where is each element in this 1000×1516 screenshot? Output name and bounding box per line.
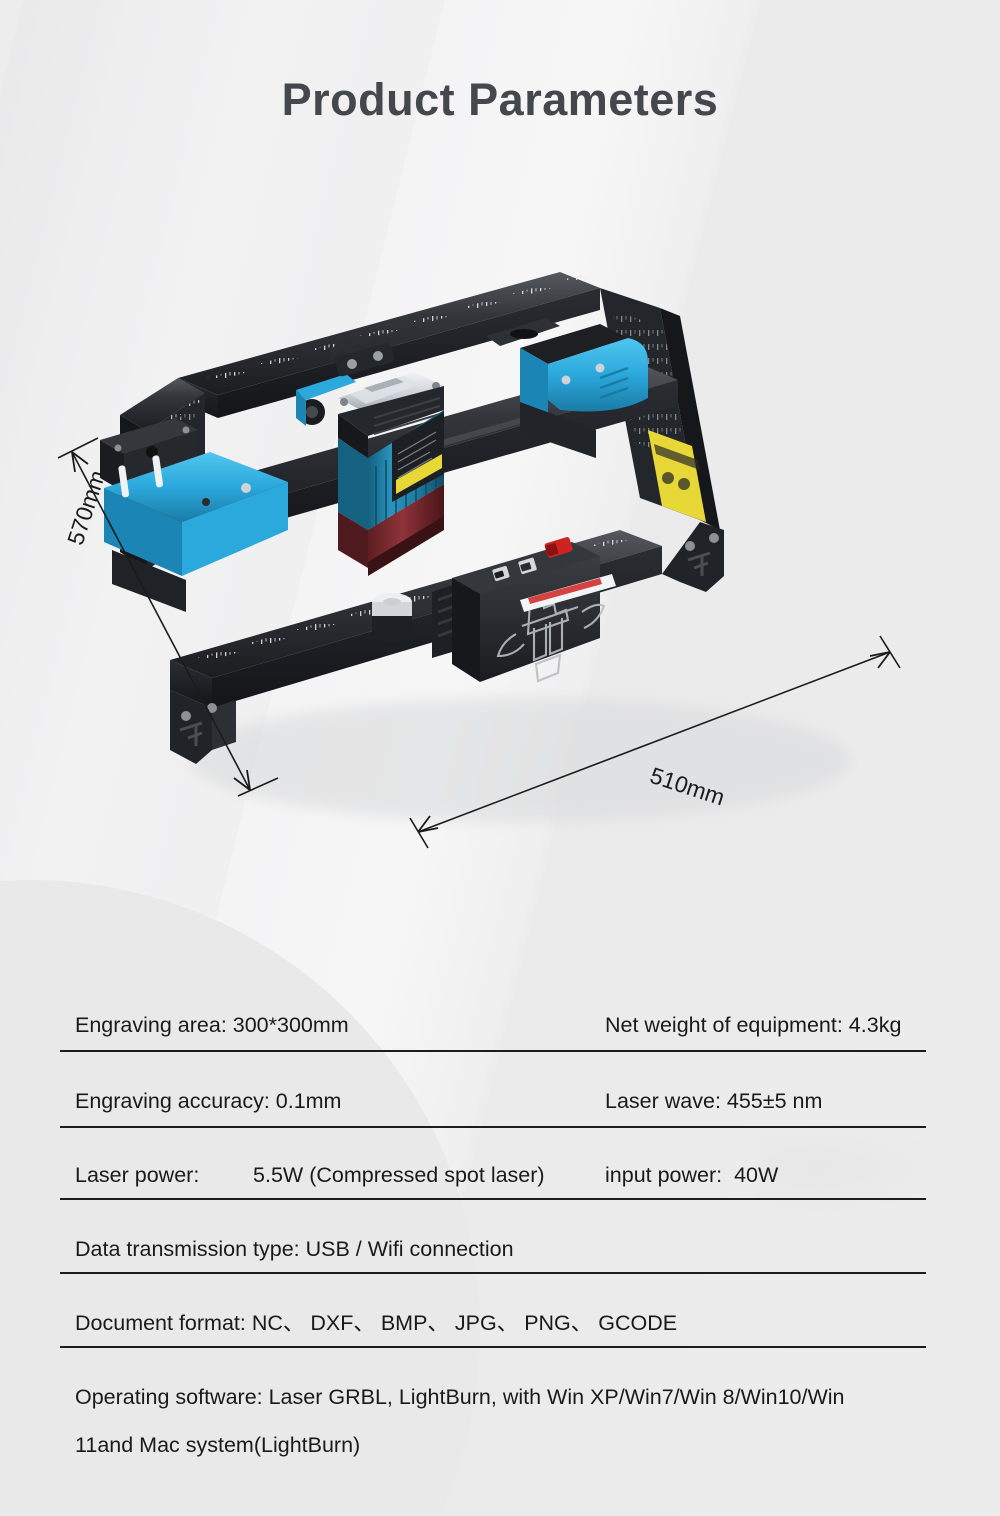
table-row: Laser power: 5.5W (Compressed spot laser…: [0, 1140, 1000, 1212]
table-row: Engraving accuracy: 0.1mm Laser wave: 45…: [0, 1064, 1000, 1140]
foot-front-right: [662, 522, 724, 592]
row-divider: [60, 1198, 926, 1200]
row-divider: [60, 1126, 926, 1128]
bracket-left-blue: [104, 452, 288, 612]
dimension-line-width: [409, 635, 901, 849]
product-image: [0, 230, 1000, 890]
spec-laser-wave: Laser wave: 455±5 nm: [605, 1089, 823, 1113]
row-divider: [60, 1272, 926, 1274]
dimension-line-depth: [57, 437, 279, 797]
spec-document-format: Document format: NC、 DXF、 BMP、 JPG、 PNG、…: [75, 1311, 678, 1335]
spec-table: Engraving area: 300*300mm Net weight of …: [0, 996, 1000, 1470]
spec-engraving-area: Engraving area: 300*300mm: [75, 1013, 349, 1037]
adjust-knob: [372, 593, 412, 643]
table-row: Engraving area: 300*300mm Net weight of …: [0, 996, 1000, 1064]
control-box: [432, 537, 606, 683]
motor-cover-right: [486, 318, 648, 458]
spec-operating-software-cont: 11and Mac system(LightBurn): [75, 1433, 361, 1457]
foot-front-left: [170, 690, 236, 764]
spec-data-transmission: Data transmission type: USB / Wifi conne…: [75, 1237, 514, 1261]
spec-net-weight: Net weight of equipment: 4.3kg: [605, 1013, 902, 1037]
spec-laser-power: Laser power: 5.5W (Compressed spot laser…: [75, 1163, 545, 1187]
page-title: Product Parameters: [281, 74, 719, 125]
spec-engraving-accuracy: Engraving accuracy: 0.1mm: [75, 1089, 342, 1113]
laser-warning-label: [396, 454, 442, 494]
row-divider: [60, 1346, 926, 1348]
table-row: Document format: NC、 DXF、 BMP、 JPG、 PNG、…: [0, 1286, 1000, 1360]
row-divider: [60, 1050, 926, 1052]
spec-input-power: input power: 40W: [605, 1163, 779, 1187]
table-row: Data transmission type: USB / Wifi conne…: [0, 1212, 1000, 1286]
motor-left-lower: [112, 550, 186, 612]
laser-module: [296, 335, 444, 576]
spec-operating-software: Operating software: Laser GRBL, LightBur…: [75, 1385, 845, 1409]
table-row: Operating software: Laser GRBL, LightBur…: [0, 1360, 1000, 1470]
